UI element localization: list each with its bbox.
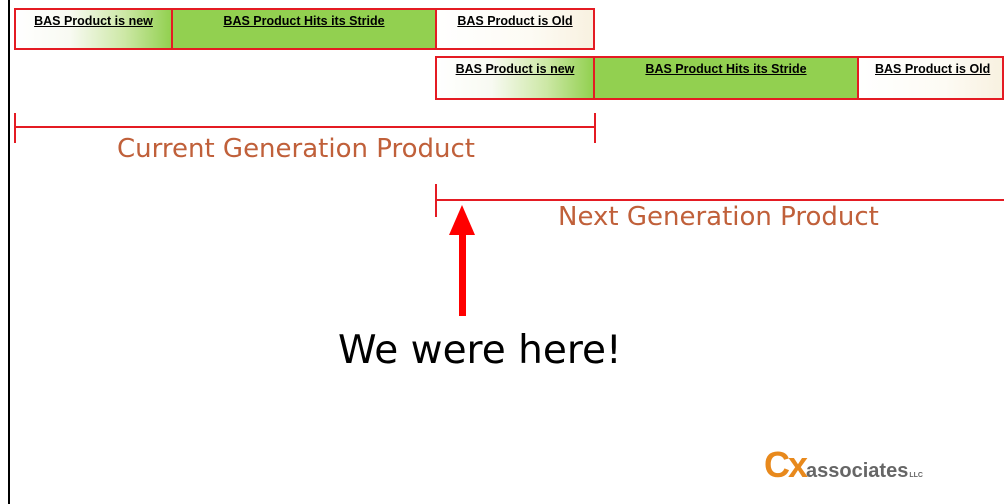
arrow-shaft [459, 232, 466, 316]
next-phase-old: BAS Product is Old [857, 56, 1004, 100]
next-phase-new: BAS Product is new [435, 56, 595, 100]
we-were-here-callout: We were here! [338, 328, 622, 373]
next-generation-span-line [435, 199, 1004, 201]
current-generation-end-tick [594, 113, 596, 143]
arrow-up-icon [449, 205, 475, 235]
next-generation-label: Next Generation Product [558, 202, 879, 232]
current-generation-span-line [14, 126, 596, 128]
current-phase-old: BAS Product is Old [435, 8, 595, 50]
current-generation-label: Current Generation Product [117, 134, 475, 164]
current-phase-new: BAS Product is new [14, 8, 173, 50]
current-generation-start-tick [14, 113, 16, 143]
cx-associates-logo: Cx associates LLC [764, 444, 923, 486]
logo-cx-mark: Cx [764, 444, 808, 485]
next-generation-start-tick [435, 184, 437, 217]
next-phase-stride: BAS Product Hits its Stride [593, 56, 859, 100]
left-border [8, 0, 10, 504]
logo-wordmark: associates [806, 460, 909, 482]
current-phase-stride: BAS Product Hits its Stride [171, 8, 437, 50]
logo-llc-suffix: LLC [909, 472, 923, 479]
